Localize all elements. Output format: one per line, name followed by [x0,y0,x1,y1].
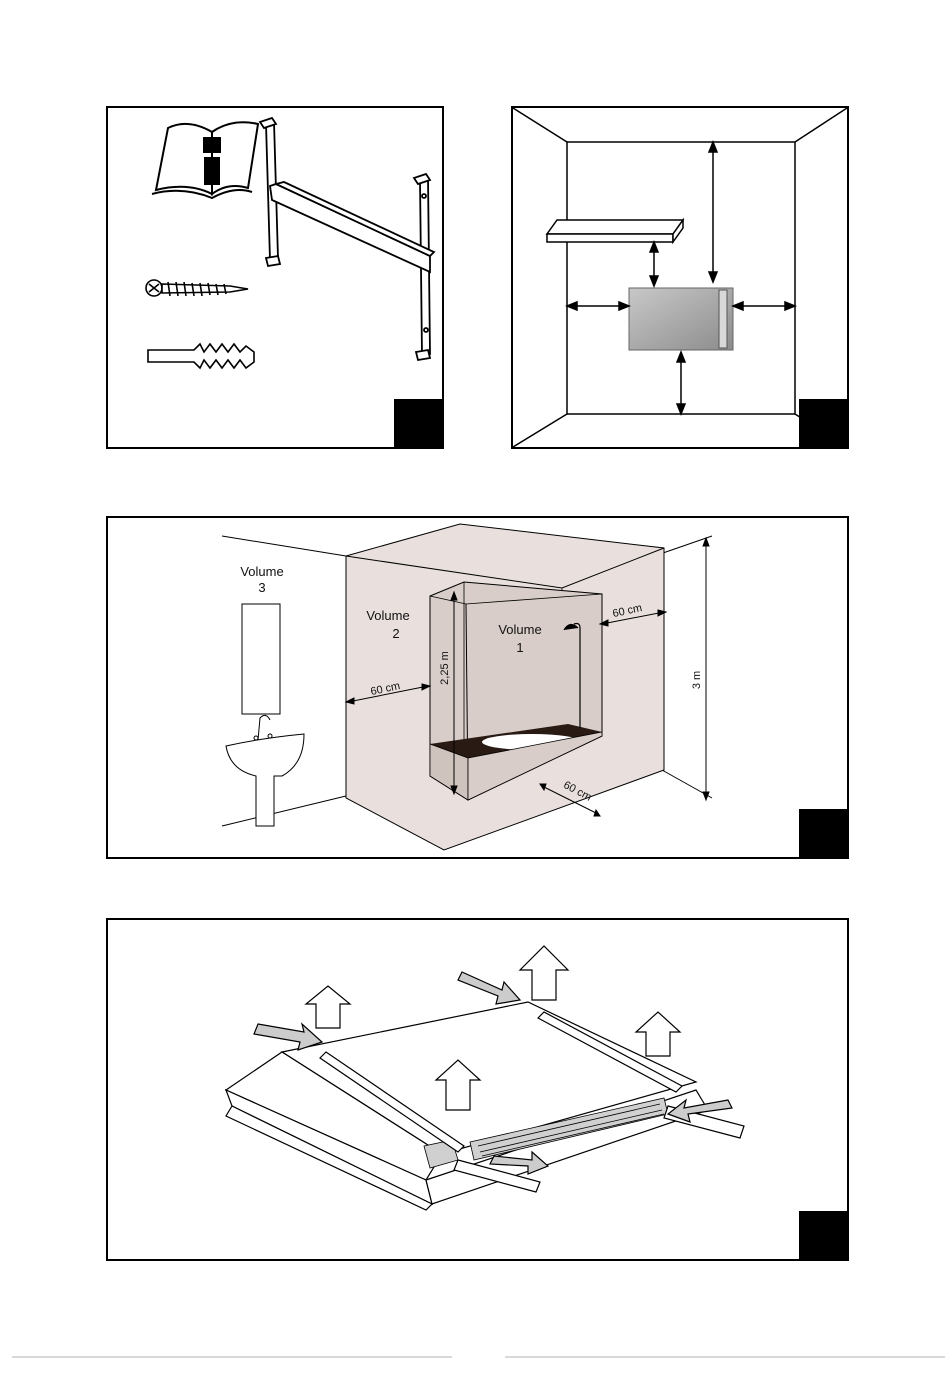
room-perspective [513,108,847,447]
total-height-label: 3 m [691,671,703,689]
panel-heater-mounting [106,918,849,1261]
heater-icon [629,288,733,350]
panel-package-contents [106,106,444,449]
volume-1-number: 1 [516,640,523,655]
wall-bracket-icon [260,118,434,360]
shelf-icon [547,220,683,242]
panel-corner-marker [799,809,847,857]
heater-mounting-drawing [108,920,847,1259]
clearance-drawing [513,108,847,447]
panel-corner-marker [799,399,847,447]
panel-bathroom-volumes: Volume 3 Volume 2 Volume 1 60 cm 60 cm 6… [106,516,849,859]
clearance-arrows [567,142,795,414]
volume-3-number: 3 [258,580,265,595]
footer-divider-right [505,1356,945,1358]
inner-height-label: 2,25 m [439,651,451,685]
wall-plug-icon [148,344,254,368]
panel-wall-clearances [511,106,849,449]
mirror-icon [242,604,280,714]
volume-3-label: Volume [240,564,283,579]
volume-2-number: 2 [392,626,399,641]
panel-corner-marker [394,399,442,447]
bathroom-volumes-drawing: Volume 3 Volume 2 Volume 1 60 cm 60 cm 6… [108,518,847,857]
footer-divider-left [12,1356,452,1358]
instruction-book-icon [152,122,258,198]
screw-icon [146,280,248,296]
package-contents-drawing [108,108,442,447]
volume-2-label: Volume [366,608,409,623]
panel-corner-marker [799,1211,847,1259]
volume-1-label: Volume [498,622,541,637]
